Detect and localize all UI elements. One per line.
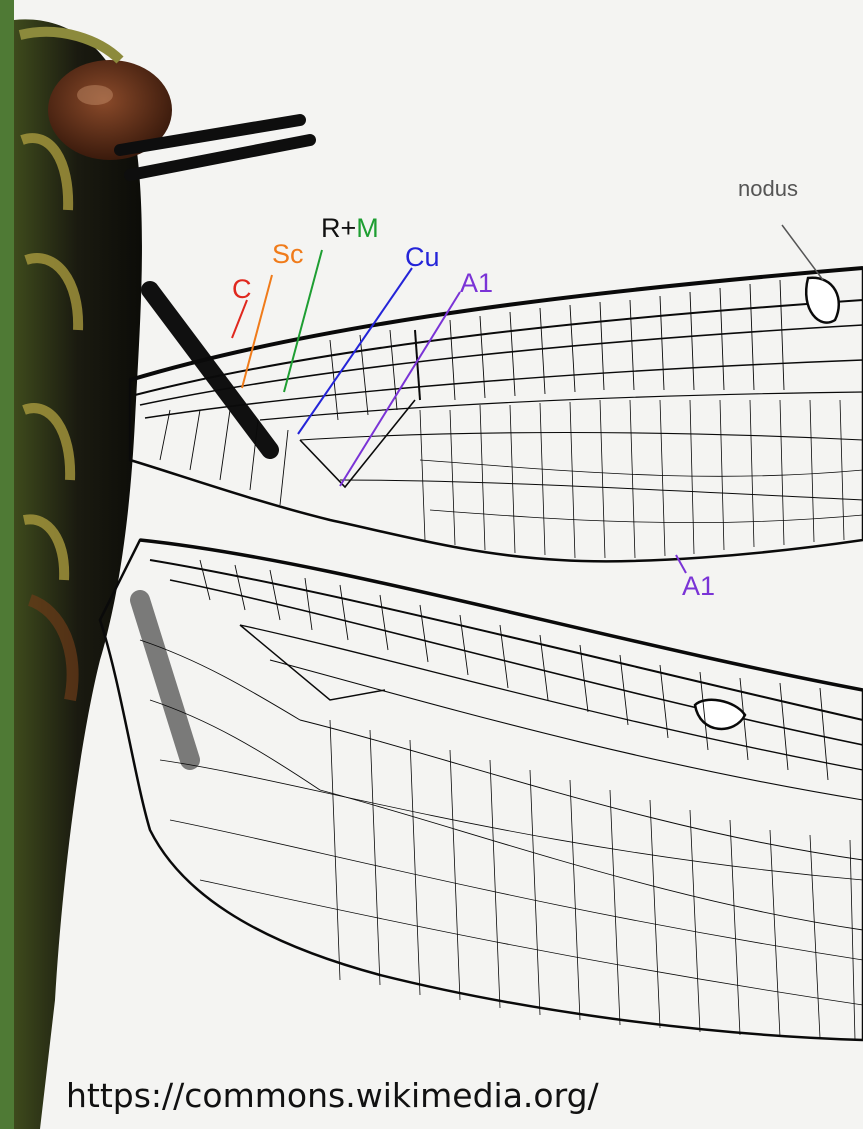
sc-label: Sc (272, 241, 304, 268)
a1-lower-label: A1 (682, 573, 715, 600)
r-label: R+M (321, 215, 379, 242)
plus-part: + (341, 213, 357, 243)
source-credit[interactable]: https://commons.wikimedia.org/ (66, 1076, 599, 1115)
r-part: R (321, 213, 341, 243)
left-edge-strip (0, 0, 14, 1129)
m-part: M (356, 213, 379, 243)
cu-label: Cu (405, 244, 440, 271)
nodus-label: nodus (738, 178, 798, 200)
a1-upper-label: A1 (460, 270, 493, 297)
c-label: C (232, 276, 252, 303)
